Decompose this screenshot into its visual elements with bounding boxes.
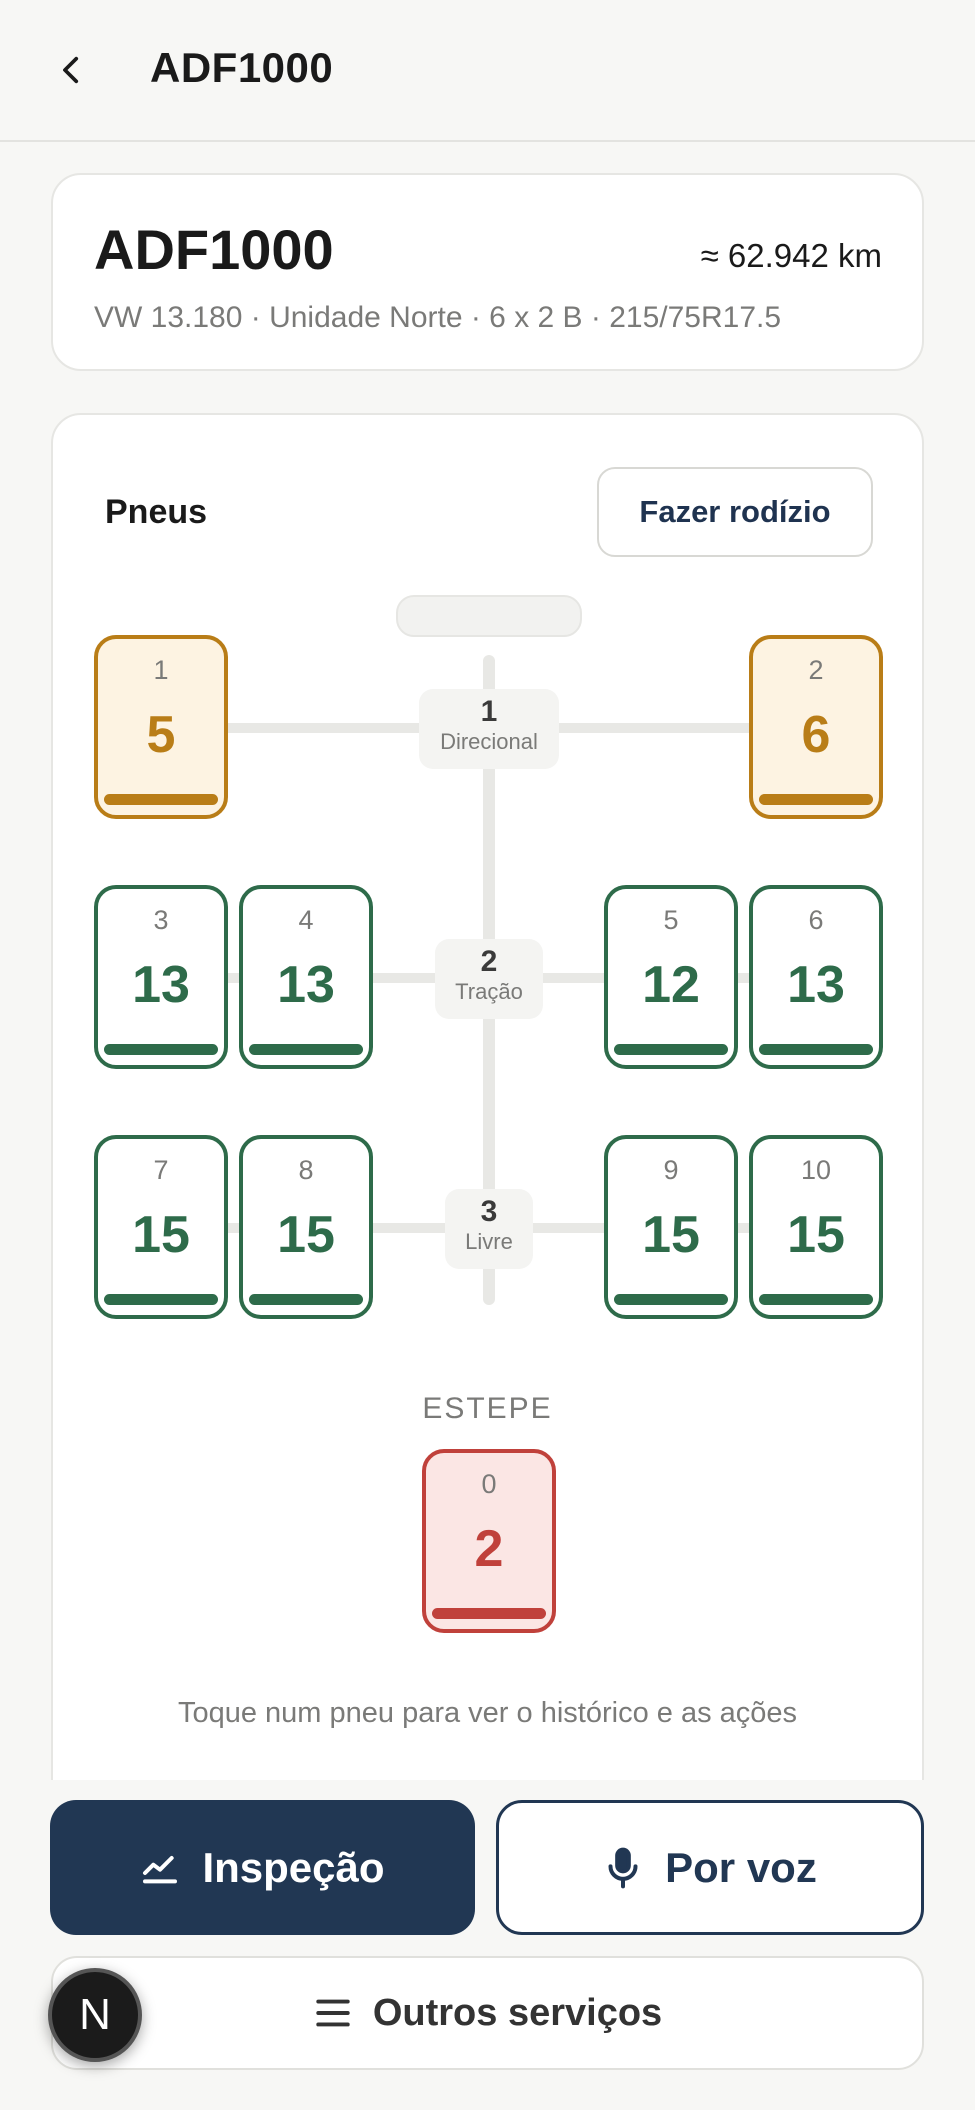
tire-tread-depth: 2 [474,1520,504,1578]
tire-tread-depth: 6 [801,706,831,764]
tire-position-number: 2 [808,655,824,685]
tire-position-9[interactable]: 9 15 [604,1135,738,1319]
other-services-label: Outros serviços [372,1991,663,2034]
tire-tread-depth: 12 [642,956,700,1014]
tire-status-bar [104,794,218,805]
vehicle-card: ADF1000 ≈ 62.942 km VW 13.180 · Unidade … [51,173,924,371]
tire-hint-text: Toque num pneu para ver o histórico e as… [177,1697,798,1729]
tire-position-number: 1 [153,655,169,685]
microphone-icon [608,1847,638,1888]
page-title: ADF1000 [150,44,334,91]
inspection-button[interactable]: Inspeção [50,1800,475,1935]
vehicle-info: VW 13.180 · Unidade Norte · 6 x 2 B · 21… [94,301,782,334]
axle-name: Direcional [440,729,538,754]
voice-button[interactable]: Por voz [496,1800,924,1935]
tire-status-bar [759,1044,873,1055]
tire-position-5[interactable]: 5 12 [604,885,738,1069]
inspection-button-label: Inspeção [202,1843,385,1891]
tire-tread-depth: 15 [787,1206,845,1264]
back-button[interactable] [44,36,100,104]
bottom-action-bar: Inspeção Por voz Outros serviços [0,1780,975,2110]
menu-icon [316,1999,350,2027]
axle-name: Livre [465,1229,513,1254]
tire-tread-depth: 5 [146,706,176,764]
tire-status-bar [759,794,873,805]
tire-tread-depth: 13 [132,956,190,1014]
spare-tire[interactable]: 0 2 [422,1449,556,1633]
tire-position-1[interactable]: 1 5 [94,635,228,819]
axle-label-1: 1 Direcional [419,689,559,769]
tire-tread-depth: 15 [277,1206,335,1264]
tire-position-2[interactable]: 2 6 [749,635,883,819]
tire-status-bar [104,1044,218,1055]
tire-position-6[interactable]: 6 13 [749,885,883,1069]
tire-status-bar [104,1294,218,1305]
tire-position-8[interactable]: 8 15 [239,1135,373,1319]
tire-tread-depth: 15 [132,1206,190,1264]
app-header: ADF1000 [0,0,975,142]
tire-position-number: 9 [663,1155,679,1185]
axle-number: 3 [480,1195,498,1228]
chevron-left-icon [63,56,79,84]
axle-label-2: 2 Tração [435,939,543,1019]
tire-status-bar [249,1294,363,1305]
tire-position-7[interactable]: 7 15 [94,1135,228,1319]
axle-name: Tração [455,979,523,1004]
tire-position-number: 0 [481,1469,497,1499]
tire-position-number: 6 [808,905,824,935]
tire-position-4[interactable]: 4 13 [239,885,373,1069]
spare-label: ESTEPE [422,1392,553,1425]
odometer-reading: ≈ 62.942 km [700,237,882,274]
tire-tread-depth: 13 [787,956,845,1014]
tire-position-number: 7 [153,1155,169,1185]
tire-position-number: 5 [663,905,679,935]
tire-position-number: 3 [153,905,169,935]
tire-status-bar [614,1294,728,1305]
rotate-tires-button[interactable]: Fazer rodízio [597,467,873,557]
tire-position-number: 4 [298,905,314,935]
tire-position-number: 10 [800,1155,832,1185]
axle-number: 1 [480,695,498,728]
dev-tools-badge[interactable]: N [48,1968,142,2062]
tire-status-bar [432,1608,546,1619]
trend-chart-icon [143,1855,178,1883]
tire-position-3[interactable]: 3 13 [94,885,228,1069]
tire-tread-depth: 13 [277,956,335,1014]
vehicle-front-indicator [396,595,582,637]
tire-tread-depth: 15 [642,1206,700,1264]
axle-label-3: 3 Livre [445,1189,533,1269]
tire-status-bar [614,1044,728,1055]
voice-button-label: Por voz [665,1843,817,1891]
other-services-button[interactable]: Outros serviços [51,1956,924,2070]
tire-position-10[interactable]: 10 15 [749,1135,883,1319]
tire-status-bar [759,1294,873,1305]
tire-status-bar [249,1044,363,1055]
tire-position-number: 8 [298,1155,314,1185]
vehicle-plate: ADF1000 [94,218,334,281]
tires-section-title: Pneus [105,493,208,531]
axle-number: 2 [480,945,498,978]
